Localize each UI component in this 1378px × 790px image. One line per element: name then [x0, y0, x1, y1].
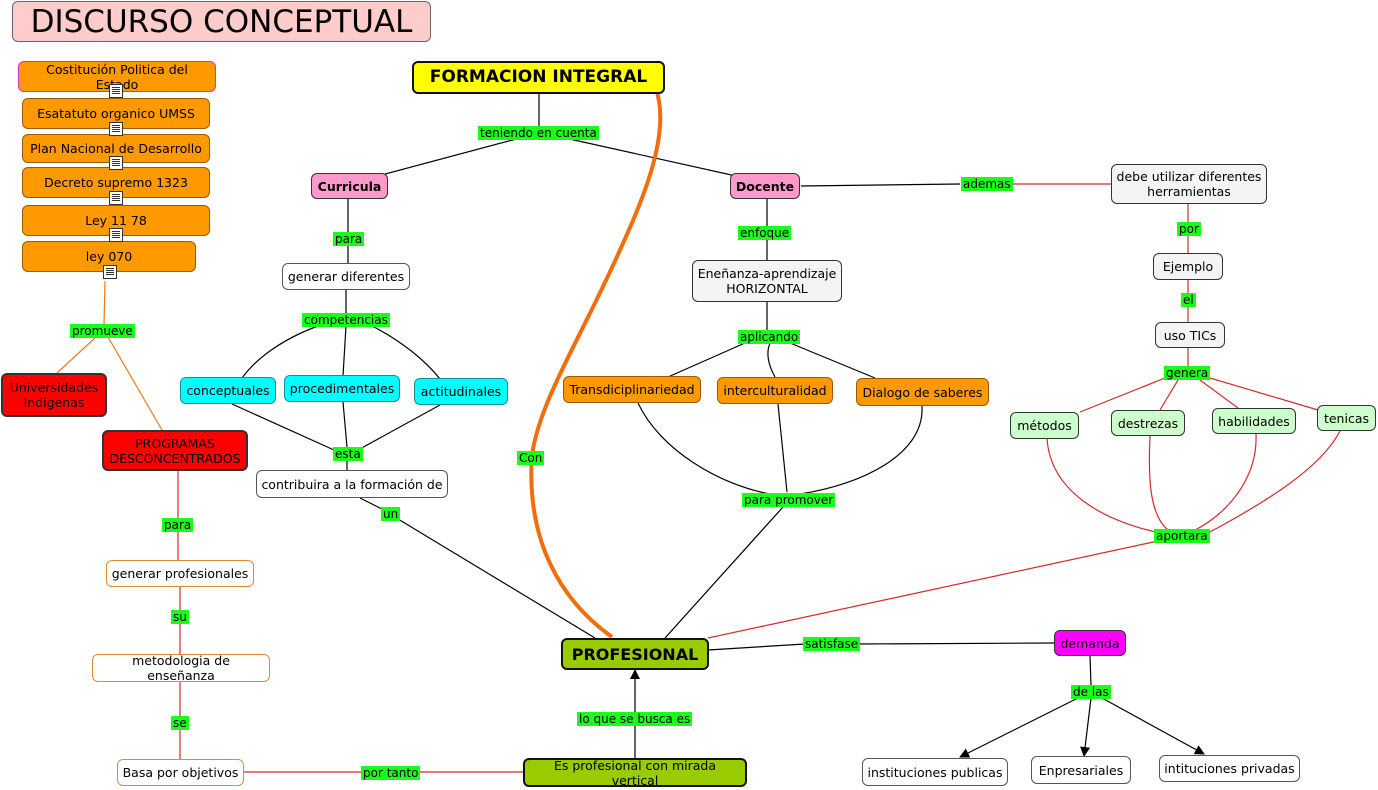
line-satisfase-demanda	[857, 642, 1055, 645]
arrow-delas-privadas	[1101, 697, 1205, 755]
document-icon[interactable]	[109, 191, 123, 205]
concept-mirada-vertical[interactable]: Es profesional con mirada vertical	[523, 758, 747, 788]
concept-profesional[interactable]: PROFESIONAL	[561, 638, 709, 670]
line-genera-tenicas	[1209, 377, 1319, 411]
line-promover-profesional	[664, 506, 784, 639]
concept-instituciones-publicas[interactable]: instituciones publicas	[862, 758, 1008, 786]
line-habilidades-aportara	[1194, 433, 1257, 531]
document-icon[interactable]	[109, 228, 123, 242]
line-aplicando-dialogo	[789, 342, 876, 379]
line-comp-actitudinales	[371, 325, 441, 380]
line-comp-procedimentales	[342, 325, 347, 377]
link-label-un[interactable]: un	[381, 507, 401, 521]
line-genera-metodos	[1079, 377, 1166, 413]
link-label-su[interactable]: su	[171, 610, 189, 624]
line-promueve-programas	[107, 336, 163, 431]
document-icon[interactable]	[109, 156, 123, 170]
line-ley-promueve	[103, 280, 106, 326]
concept-docente[interactable]: Docente	[730, 173, 800, 199]
line-dialogo-promover	[799, 405, 923, 495]
line-promueve-universidades	[56, 336, 97, 374]
link-label-esta[interactable]: esta	[333, 447, 363, 461]
line-genera-habilidades	[1199, 379, 1239, 409]
concept-generar-profesionales[interactable]: generar profesionales	[106, 560, 254, 587]
line-un-profesional	[397, 518, 596, 639]
concept-tenicas[interactable]: tenicas	[1317, 405, 1376, 431]
document-icon[interactable]	[103, 265, 117, 279]
link-label-teniendo[interactable]: teniendo en cuenta	[478, 126, 599, 140]
concept-herramientas[interactable]: debe utilizar diferentes herramientas	[1111, 164, 1267, 204]
link-label-lo-que-se-busca[interactable]: lo que se busca es	[577, 712, 693, 726]
concept-programas-desconcentrados[interactable]: PROGRAMAS DESCONCENTRADOS	[102, 430, 248, 471]
concept-conceptuales[interactable]: conceptuales	[180, 377, 276, 404]
arrow-delas-publicas	[959, 697, 1079, 758]
concept-metodologia[interactable]: metodologia de enseñanza	[92, 653, 270, 683]
line-destrezas-aportara	[1148, 435, 1169, 531]
concept-instituciones-privadas[interactable]: intituciones privadas	[1159, 755, 1300, 782]
link-label-aplicando[interactable]: aplicando	[738, 330, 801, 344]
link-label-de-las[interactable]: de las	[1071, 685, 1111, 699]
concept-generar-diferentes[interactable]: generar diferentes	[282, 263, 410, 290]
line-aplicando-intercult	[767, 342, 776, 378]
concept-basa-objetivos[interactable]: Basa por objetivos	[117, 759, 244, 786]
concept-demanda[interactable]: demanda	[1054, 630, 1126, 656]
line-aportara-profesional	[707, 540, 1159, 639]
line-comp-conceptuales	[241, 325, 319, 379]
document-icon[interactable]	[109, 84, 123, 98]
concept-ejemplo[interactable]: Ejemplo	[1153, 253, 1223, 280]
line-genera-destrezas	[1159, 379, 1179, 411]
concept-formacion-integral[interactable]: FORMACION INTEGRAL	[412, 61, 665, 94]
link-label-satisfase[interactable]: satisfase	[803, 637, 861, 651]
concept-universidades-indigenas[interactable]: Universidades Indigenas	[1, 373, 107, 417]
line-teniendo-curricula	[369, 137, 521, 179]
concept-actitudinales[interactable]: actitudinales	[414, 378, 508, 405]
link-label-enfoque[interactable]: enfoque	[738, 226, 792, 240]
concept-dialogo-saberes[interactable]: Dialogo de saberes	[856, 378, 989, 406]
concept-destrezas[interactable]: destrezas	[1111, 410, 1185, 436]
link-label-para-promover[interactable]: para promover	[742, 493, 836, 507]
concept-curricula[interactable]: Curricula	[311, 173, 388, 199]
concept-empresariales[interactable]: Enpresariales	[1031, 756, 1131, 784]
concept-procedimentales[interactable]: procedimentales	[284, 375, 400, 402]
line-intercult-promover	[777, 403, 788, 493]
concept-contribuira[interactable]: contribuira a la formación de	[256, 470, 448, 498]
line-docente-ademas	[800, 183, 961, 187]
line-tenicas-aportara	[1209, 430, 1341, 533]
line-demanda-delas	[1089, 655, 1092, 686]
line-aplicando-transdisc	[667, 342, 746, 378]
link-label-se[interactable]: se	[171, 716, 189, 730]
page-title: DISCURSO CONCEPTUAL	[12, 1, 431, 42]
concept-transdisciplinariedad[interactable]: Transdiciplinariedad	[563, 376, 701, 403]
link-label-promueve[interactable]: promueve	[70, 324, 135, 338]
link-label-aportara[interactable]: aportara	[1154, 529, 1210, 543]
link-label-por-tanto[interactable]: por tanto	[361, 766, 421, 780]
concept-metodos[interactable]: métodos	[1010, 412, 1079, 439]
line-procedimentales-esta	[342, 401, 348, 448]
line-profesional-satisfase	[707, 643, 806, 651]
link-label-competencias[interactable]: competencias	[302, 313, 390, 327]
link-label-ademas[interactable]: ademas	[961, 177, 1013, 191]
link-label-para-2[interactable]: para	[162, 518, 194, 532]
document-icon[interactable]	[109, 122, 123, 136]
line-formacion-con-profesional	[529, 85, 663, 639]
link-label-por[interactable]: por	[1177, 222, 1201, 236]
line-metodos-aportara	[1046, 437, 1161, 534]
link-label-genera[interactable]: genera	[1164, 366, 1211, 380]
line-transdisc-promover	[637, 402, 771, 495]
concept-habilidades[interactable]: habilidades	[1212, 408, 1296, 434]
line-actitudinales-esta	[357, 404, 441, 451]
link-label-con[interactable]: Con	[517, 451, 545, 465]
link-label-para[interactable]: para	[333, 232, 365, 246]
concept-interculturalidad[interactable]: interculturalidad	[717, 377, 833, 404]
link-label-el[interactable]: el	[1181, 293, 1196, 307]
arrow-delas-empresariales	[1080, 697, 1092, 757]
concept-ensenanza-horizontal[interactable]: Eneñanza-aprendizaje HORIZONTAL	[692, 260, 842, 302]
concept-uso-tics[interactable]: uso TICs	[1155, 322, 1225, 348]
line-conceptuales-esta	[231, 403, 335, 451]
